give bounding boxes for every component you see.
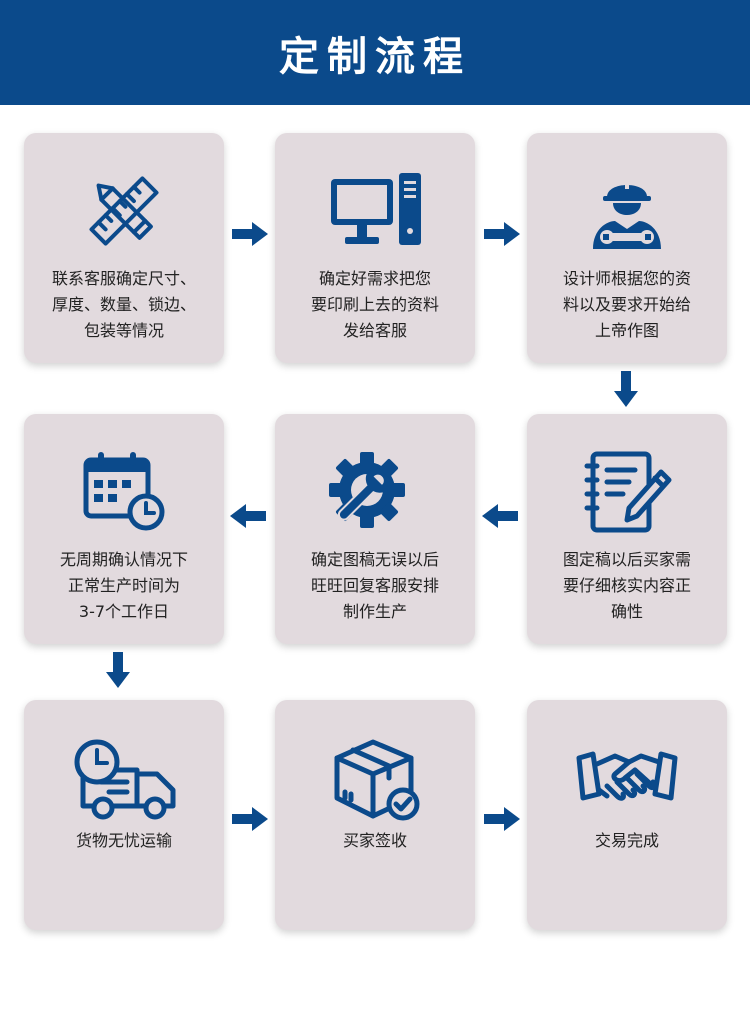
step-4-line-3: 确性 bbox=[610, 602, 643, 621]
step-card-2: 确定好需求把您 要印刷上去的资料 发给客服 bbox=[275, 133, 475, 363]
step-card-5: 确定图稿无误以后 旺旺回复客服安排 制作生产 bbox=[275, 414, 475, 644]
step-card-3: 设计师根据您的资 料以及要求开始给 上帝作图 bbox=[527, 133, 727, 363]
arrow-right-3 bbox=[230, 804, 270, 834]
step-1-line-1: 联系客服确定尺寸、 bbox=[51, 269, 196, 288]
designer-icon bbox=[593, 179, 661, 249]
arrow-right-2 bbox=[482, 219, 522, 249]
ruler-pencil-icon bbox=[89, 176, 159, 246]
step-card-4: 图定稿以后买家需 要仔细核实内容正 确性 bbox=[527, 414, 727, 644]
arrow-right-1 bbox=[230, 219, 270, 249]
step-2-line-1: 确定好需求把您 bbox=[318, 269, 431, 288]
arrow-down-1 bbox=[611, 369, 641, 409]
arrow-left-2 bbox=[228, 501, 268, 531]
gear-wrench-icon bbox=[329, 452, 405, 528]
step-6-line-2: 正常生产时间为 bbox=[67, 576, 180, 595]
handshake-icon bbox=[576, 751, 678, 801]
header-banner: 定制流程 bbox=[0, 0, 750, 105]
step-6-line-1: 无周期确认情况下 bbox=[59, 550, 188, 569]
step-5-line-1: 确定图稿无误以后 bbox=[310, 550, 439, 569]
step-6-line-3: 3-7个工作日 bbox=[78, 602, 170, 621]
notepad-pencil-icon bbox=[584, 451, 672, 533]
step-8-line-1: 买家签收 bbox=[342, 831, 407, 850]
step-card-6: 无周期确认情况下 正常生产时间为 3-7个工作日 bbox=[24, 414, 224, 644]
calendar-clock-icon bbox=[83, 452, 165, 531]
step-3-line-3: 上帝作图 bbox=[594, 321, 659, 340]
page-title: 定制流程 bbox=[279, 33, 471, 80]
step-card-7: 货物无忧运输 bbox=[24, 700, 224, 930]
step-4-line-2: 要仔细核实内容正 bbox=[562, 576, 691, 595]
step-3-line-1: 设计师根据您的资 bbox=[562, 269, 691, 288]
delivery-truck-icon bbox=[74, 739, 176, 820]
step-7-line-1: 货物无忧运输 bbox=[75, 831, 172, 850]
package-check-icon bbox=[334, 739, 420, 821]
step-card-1: 联系客服确定尺寸、 厚度、数量、锁边、 包装等情况 bbox=[24, 133, 224, 363]
step-2-line-2: 要印刷上去的资料 bbox=[310, 295, 439, 314]
computer-icon bbox=[331, 173, 421, 245]
step-1-line-3: 包装等情况 bbox=[83, 321, 164, 340]
step-5-line-2: 旺旺回复客服安排 bbox=[310, 576, 439, 595]
step-4-line-1: 图定稿以后买家需 bbox=[562, 550, 691, 569]
arrow-down-2 bbox=[103, 650, 133, 690]
step-card-8: 买家签收 bbox=[275, 700, 475, 930]
step-1-line-2: 厚度、数量、锁边、 bbox=[51, 295, 196, 314]
arrow-right-4 bbox=[482, 804, 522, 834]
arrow-left-1 bbox=[480, 501, 520, 531]
step-5-line-3: 制作生产 bbox=[342, 602, 407, 621]
step-9-line-1: 交易完成 bbox=[594, 831, 659, 850]
step-card-9: 交易完成 bbox=[527, 700, 727, 930]
step-3-line-2: 料以及要求开始给 bbox=[562, 295, 691, 314]
step-2-line-3: 发给客服 bbox=[342, 321, 407, 340]
